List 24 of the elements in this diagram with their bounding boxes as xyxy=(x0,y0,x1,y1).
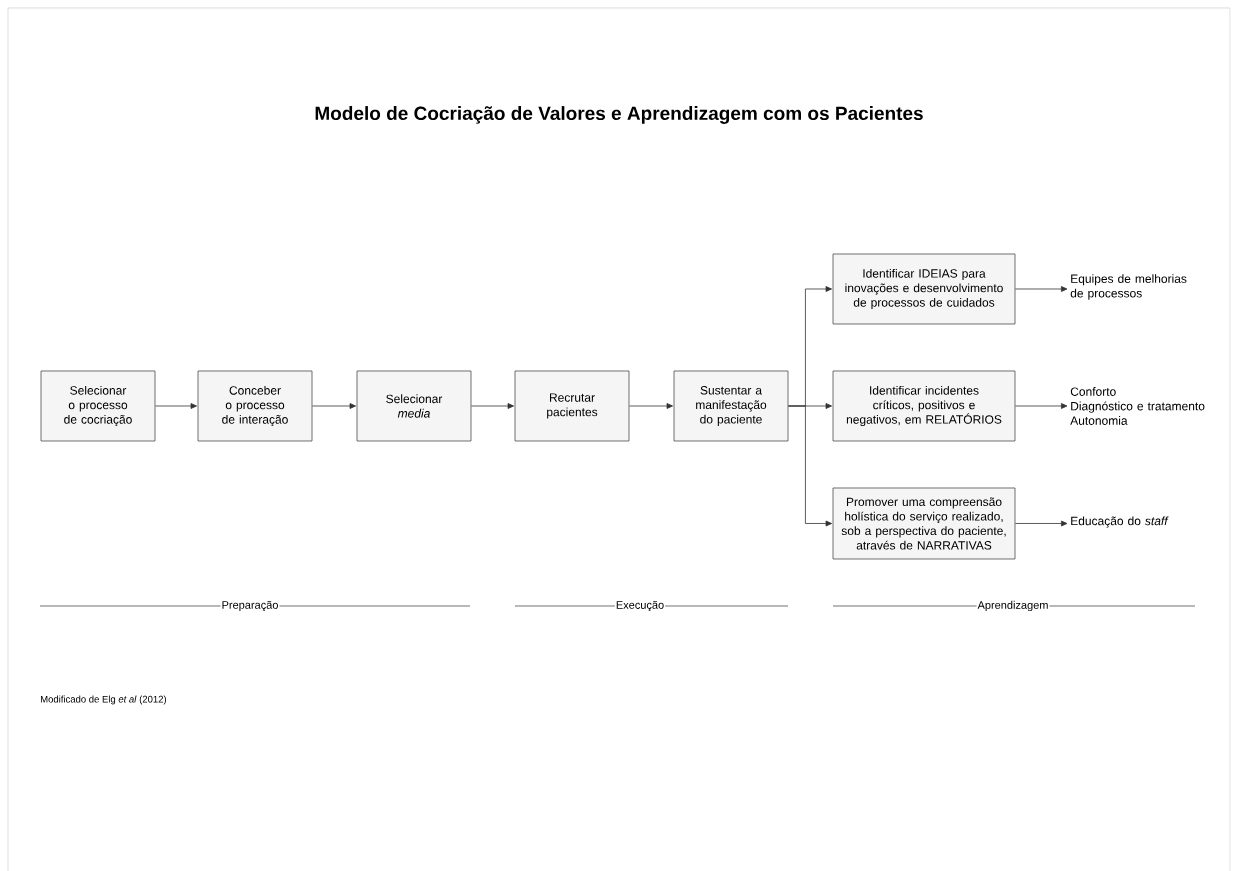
arrow xyxy=(1015,403,1068,409)
process-box: Promover uma compreensão holística do serviço realizado, sob a perspectiva do paciente, através de NARRATIVAS xyxy=(832,487,1016,560)
arrow xyxy=(155,403,197,409)
process-box: Selecionar o processo de cocriação xyxy=(40,370,156,442)
outcome-text: Educação do staff xyxy=(1071,516,1169,528)
outcome-text: Conforto Diagnóstico e tratamento Autonomia xyxy=(1070,387,1205,425)
arrow xyxy=(1015,286,1068,292)
phase-label: Aprendizagem xyxy=(976,599,1050,613)
process-box: Conceber o processo de interação xyxy=(197,370,313,442)
title: Modelo de Cocriação de Valores e Aprendizagem com os Pacientes xyxy=(315,106,923,124)
arrow xyxy=(629,403,673,409)
outcome-text: Equipes de melhorias de processos xyxy=(1070,274,1187,300)
phase-label: Execução xyxy=(614,599,666,613)
process-box: Identificar IDEIAS para inovações e desenvolvimento de processos de cuidados xyxy=(832,253,1016,325)
arrow xyxy=(312,403,356,409)
arrow xyxy=(788,405,832,527)
process-box: Identificar incidentes críticos, positivos e negativos, em RELATÓRIOS xyxy=(832,370,1016,442)
process-box: Sustentar a manifestação do paciente xyxy=(673,370,789,442)
process-box: Recrutar pacientes xyxy=(514,370,630,442)
source-note: Modificado de Elg et al (2012) xyxy=(41,695,167,705)
arrow xyxy=(471,403,514,409)
arrow xyxy=(1015,520,1068,527)
process-box: Selecionar media xyxy=(356,370,472,442)
phase-label: Preparação xyxy=(220,599,280,613)
